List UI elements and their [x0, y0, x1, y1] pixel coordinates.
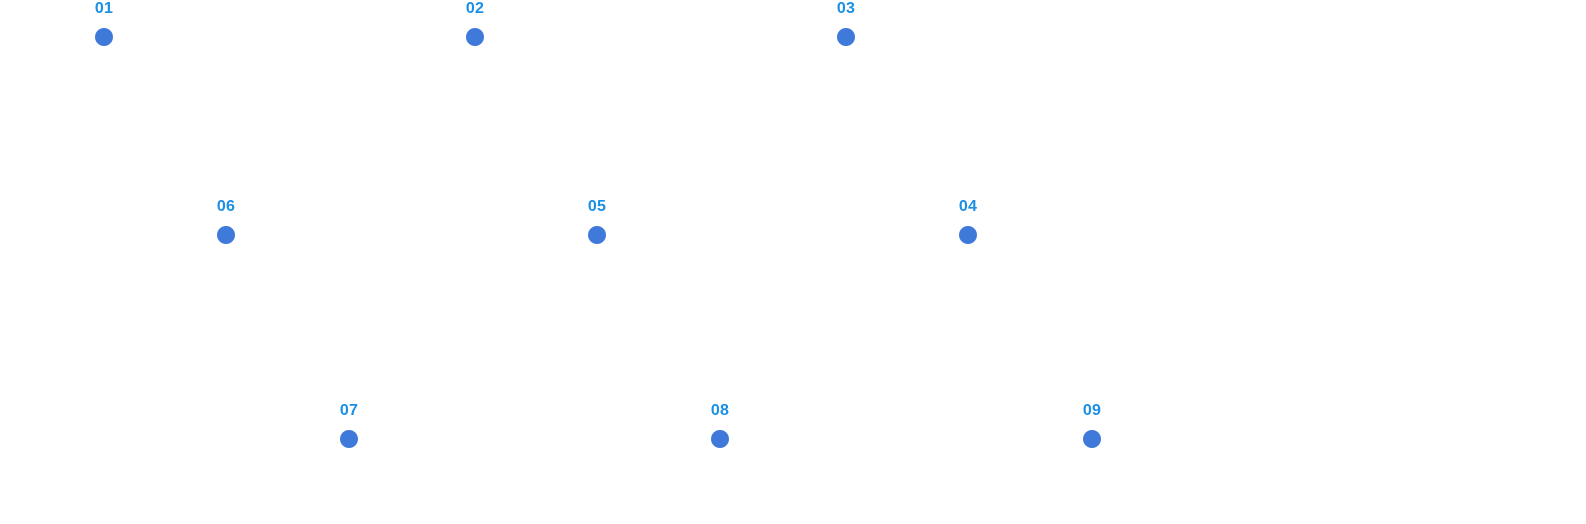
node-dot	[217, 226, 235, 244]
node-label: 09	[1082, 402, 1102, 419]
node-dot	[340, 430, 358, 448]
node-dot	[959, 226, 977, 244]
node-label: 01	[94, 0, 114, 17]
node-01: 01	[74, 0, 134, 50]
node-label: 04	[958, 198, 978, 215]
node-dot	[466, 28, 484, 46]
node-label: 03	[836, 0, 856, 17]
node-09: 09	[1062, 402, 1122, 452]
node-08: 08	[690, 402, 750, 452]
node-label: 08	[710, 402, 730, 419]
node-label: 05	[587, 198, 607, 215]
node-dot	[588, 226, 606, 244]
node-dot	[1083, 430, 1101, 448]
node-dot	[837, 28, 855, 46]
node-label: 02	[465, 0, 485, 17]
node-07: 07	[319, 402, 379, 452]
node-02: 02	[445, 0, 505, 50]
node-label: 06	[216, 198, 236, 215]
node-dot	[95, 28, 113, 46]
node-dot	[711, 430, 729, 448]
node-04: 04	[938, 198, 998, 248]
node-03: 03	[816, 0, 876, 50]
node-06: 06	[196, 198, 256, 248]
node-05: 05	[567, 198, 627, 248]
node-label: 07	[339, 402, 359, 419]
